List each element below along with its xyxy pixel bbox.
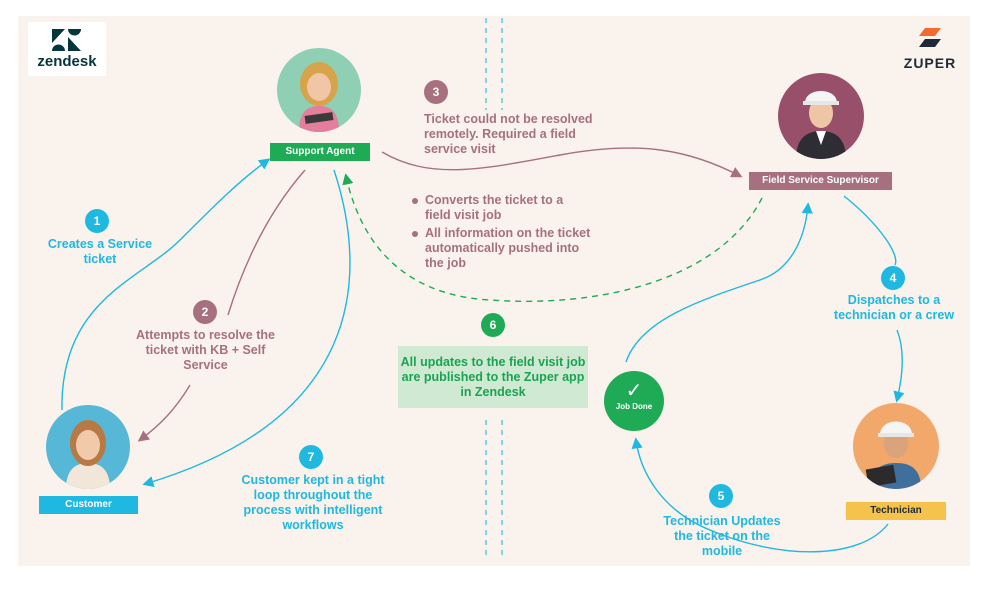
arrow-step-7 (142, 169, 351, 487)
zuper-logo-icon (919, 28, 941, 47)
arrow-step-4b (893, 329, 905, 403)
step-3-text: Ticket could not be resolved remotely. R… (424, 112, 593, 156)
job-done-node: ✓ Job Done (604, 371, 664, 431)
bullet-item: Converts the ticket to a field visit job (412, 193, 592, 223)
step-6-text: All updates to the field visit job are p… (398, 346, 588, 408)
step-2-badge: 2 (193, 300, 217, 324)
arrow-step-3 (381, 147, 743, 178)
bullet-item: All information on the ticket automatica… (412, 226, 592, 271)
zuper-logo: ZUPER (890, 28, 970, 76)
step-6-badge: 6 (481, 313, 505, 337)
step-2-text: Attempts to resolve the ticket with KB +… (136, 328, 275, 372)
technician-label: Technician (846, 502, 946, 520)
job-done-label: Job Done (615, 402, 653, 411)
customer-label: Customer (39, 496, 138, 514)
step-1-text: Creates a Service ticket (47, 237, 153, 266)
step-5-text: Technician Updates the ticket on the mob… (663, 514, 781, 558)
step-1-badge: 1 (85, 209, 109, 233)
support-agent-avatar (277, 48, 361, 132)
step-4-text: Dispatches to a technician or a crew (833, 293, 955, 322)
technician-avatar (853, 403, 939, 489)
arrow-step-2a (227, 169, 306, 316)
step-3-badge: 3 (424, 80, 448, 104)
arrow-sync-loop (342, 173, 763, 303)
step-7-text: Customer kept in a tight loop throughout… (241, 473, 385, 532)
arrow-step-2b (137, 384, 191, 442)
step-4-badge: 4 (881, 266, 905, 290)
check-icon: ✓ (625, 380, 643, 402)
arrow-step-4a (843, 195, 897, 266)
zendesk-logo: zendesk (28, 22, 106, 76)
arrow-step-1 (61, 158, 271, 411)
step-5-badge: 5 (709, 484, 733, 508)
field-supervisor-label: Field Service Supervisor (749, 172, 892, 190)
step-7-badge: 7 (299, 445, 323, 469)
support-agent-label: Support Agent (270, 143, 370, 161)
arrow-step-5 (631, 437, 889, 553)
arrow-job-done (625, 202, 813, 363)
conversion-bullets: Converts the ticket to a field visit job… (412, 193, 592, 274)
field-supervisor-avatar (778, 73, 864, 159)
customer-avatar (46, 405, 130, 489)
zendesk-logo-icon (52, 28, 81, 51)
zuper-wordmark: ZUPER (903, 55, 957, 71)
zendesk-wordmark: zendesk (37, 52, 97, 70)
